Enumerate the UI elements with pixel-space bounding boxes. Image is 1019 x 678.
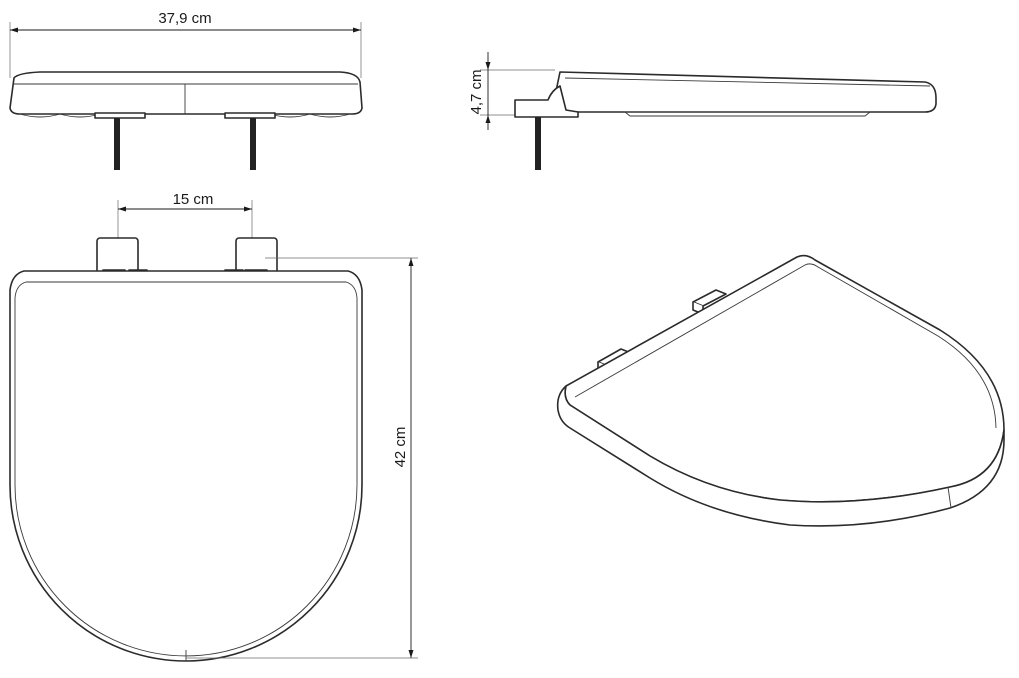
front-seat-body: [9, 71, 363, 115]
width-dimension: 37,9 cm: [9, 10, 362, 78]
right-hinge: [235, 237, 278, 275]
iso-hinge-back: [692, 289, 727, 307]
side-view: 4,7 cm: [468, 52, 937, 170]
isometric-view: [556, 254, 1005, 527]
front-view: 37,9 cm: [9, 10, 363, 170]
hinge-spacing-label: 15 cm: [173, 191, 214, 208]
height-dimension-label: 4,7 cm: [468, 69, 485, 114]
width-dimension-label: 37,9 cm: [158, 10, 211, 27]
left-hinge: [96, 237, 139, 275]
right-bolt: [250, 118, 256, 170]
top-seat-outline: [9, 270, 363, 662]
top-view: 15 cm 42 cm: [9, 191, 418, 662]
left-bolt: [114, 118, 120, 170]
length-dimension-label: 42 cm: [392, 427, 409, 468]
side-seat-body: [554, 71, 937, 113]
length-dimension: 42 cm: [186, 257, 418, 659]
iso-seat-edge: [556, 385, 1005, 527]
side-hinge: [514, 85, 579, 118]
height-dimension: 4,7 cm: [468, 52, 555, 130]
